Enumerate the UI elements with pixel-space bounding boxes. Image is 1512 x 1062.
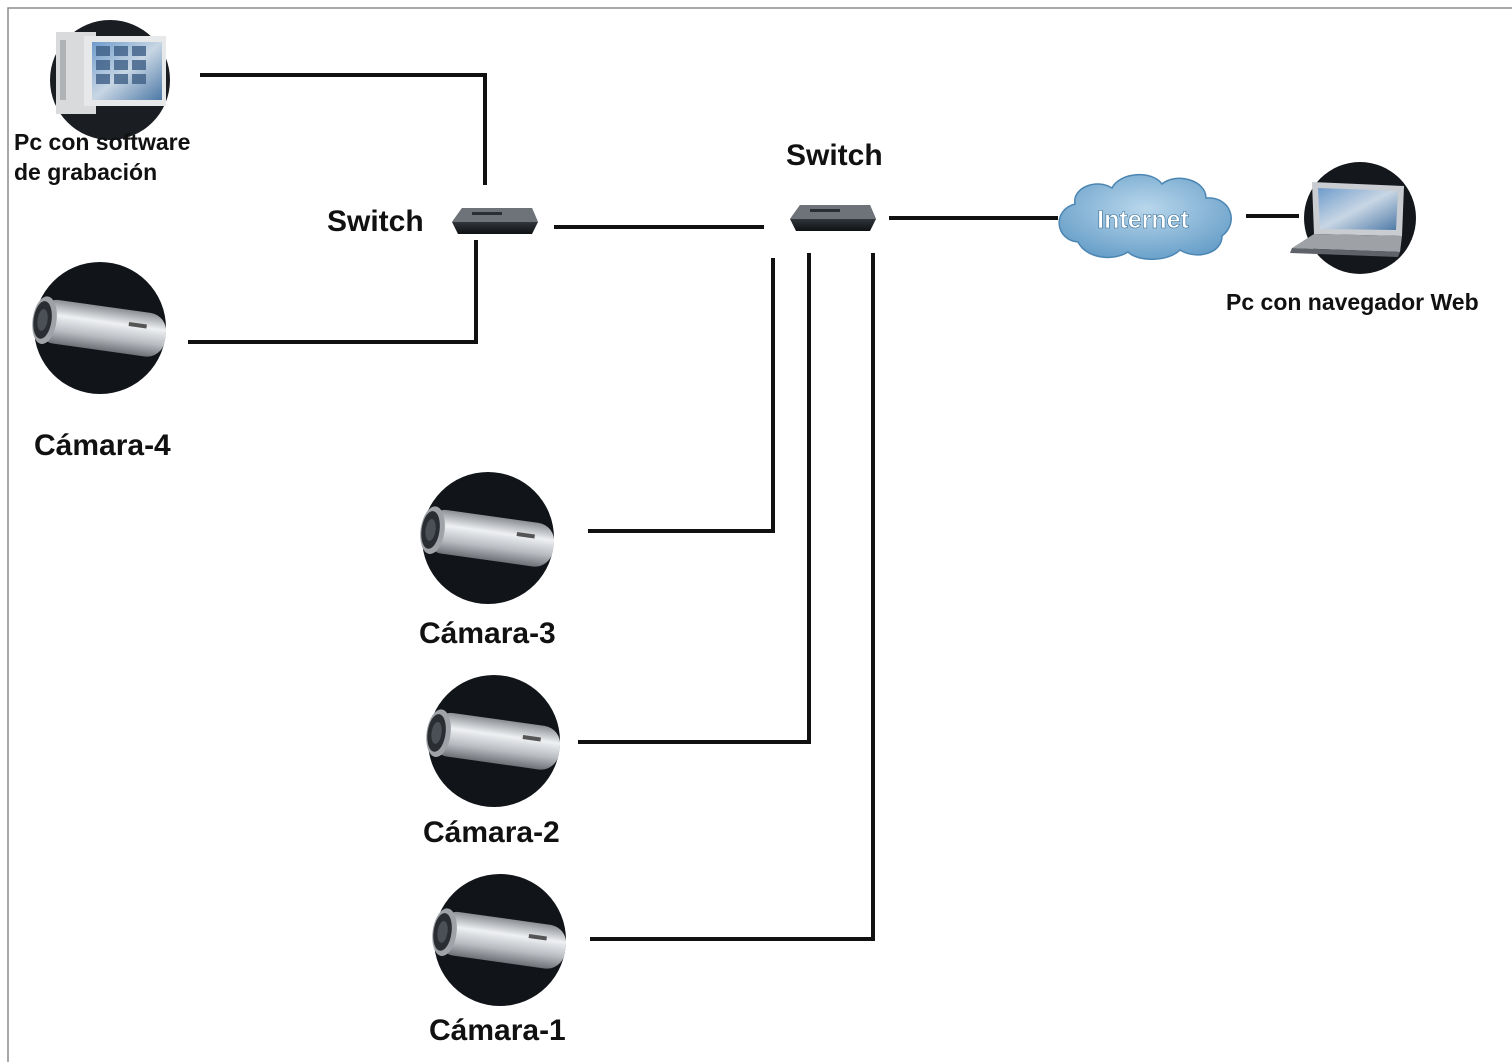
camera-2-label: Cámara-2 [423, 816, 560, 849]
camera-1-label: Cámara-1 [429, 1014, 566, 1047]
edge-camera3-to-switch-right [588, 258, 775, 533]
pc-recording-label-line2: de grabación [14, 159, 157, 185]
edge-camera2-to-switch-right [578, 253, 811, 744]
cloud-icon [1058, 173, 1232, 260]
pc-recording-label-line1: Pc con software [14, 129, 190, 155]
network-switch-icon [452, 208, 538, 234]
security-camera-icon [29, 262, 169, 394]
diagram-frame [7, 7, 1512, 1062]
security-camera-icon [423, 675, 563, 807]
edge-camera4-to-switch-left [188, 240, 478, 344]
connection-lines [188, 73, 1299, 941]
camera-4-label: Cámara-4 [34, 429, 171, 462]
security-camera-icon [429, 874, 569, 1006]
edge-camera1-to-switch-right [590, 253, 875, 941]
edge-pc-to-switch-left [200, 73, 487, 185]
network-switch-icon [790, 205, 876, 231]
security-camera-icon [417, 472, 557, 604]
switch-right-label: Switch [786, 139, 883, 172]
desktop-computer-icon [50, 20, 170, 140]
camera-3-label: Cámara-3 [419, 617, 556, 650]
internet-label: Internet [1097, 206, 1189, 234]
pc-web-label: Pc con navegador Web [1226, 289, 1479, 315]
switch-left-label: Switch [327, 205, 424, 238]
laptop-icon [1290, 162, 1416, 274]
